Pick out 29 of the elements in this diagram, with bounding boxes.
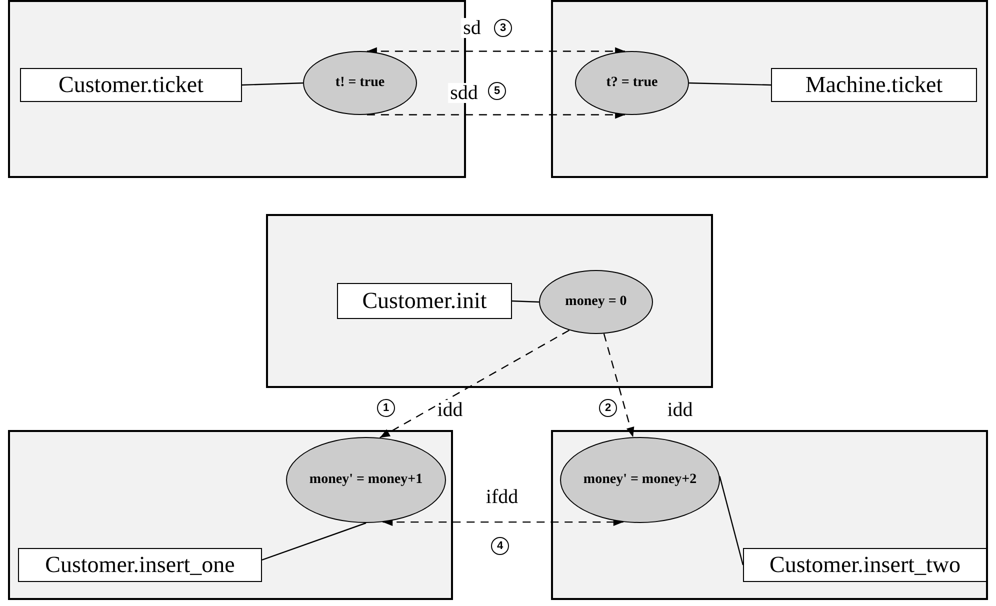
state-box: Customer.insert_two	[743, 548, 987, 582]
state-box: Customer.init	[337, 283, 512, 319]
panel-background	[8, 430, 453, 600]
connector-line	[262, 522, 366, 560]
state-box: Customer.ticket	[20, 68, 242, 102]
condition-ellipse: t! = true	[303, 51, 417, 115]
connector-line	[512, 300, 540, 303]
callout-number: 4	[491, 537, 509, 555]
state-box: Customer.insert_one	[18, 548, 262, 582]
arrow	[380, 330, 570, 438]
condition-ellipse: money' = money+2	[560, 437, 720, 523]
condition-ellipse: money' = money+1	[286, 437, 446, 523]
arrow	[603, 334, 634, 438]
callout-number: 3	[494, 19, 512, 37]
panel-background	[551, 0, 988, 178]
panel-background	[266, 214, 713, 388]
state-box: Machine.ticket	[771, 68, 977, 102]
arrow	[382, 518, 624, 526]
panel-background	[551, 430, 988, 600]
connector-line	[688, 82, 772, 86]
condition-ellipse: t? = true	[575, 51, 689, 115]
callout-number: 2	[599, 399, 617, 417]
condition-ellipse: money = 0	[539, 270, 653, 334]
connector-line	[719, 476, 744, 566]
callout-number: 5	[488, 82, 506, 100]
callout-number: 1	[377, 399, 395, 417]
connector-line	[242, 82, 304, 86]
edge-label: sd	[461, 18, 483, 38]
edge-label: sdd	[448, 83, 480, 103]
